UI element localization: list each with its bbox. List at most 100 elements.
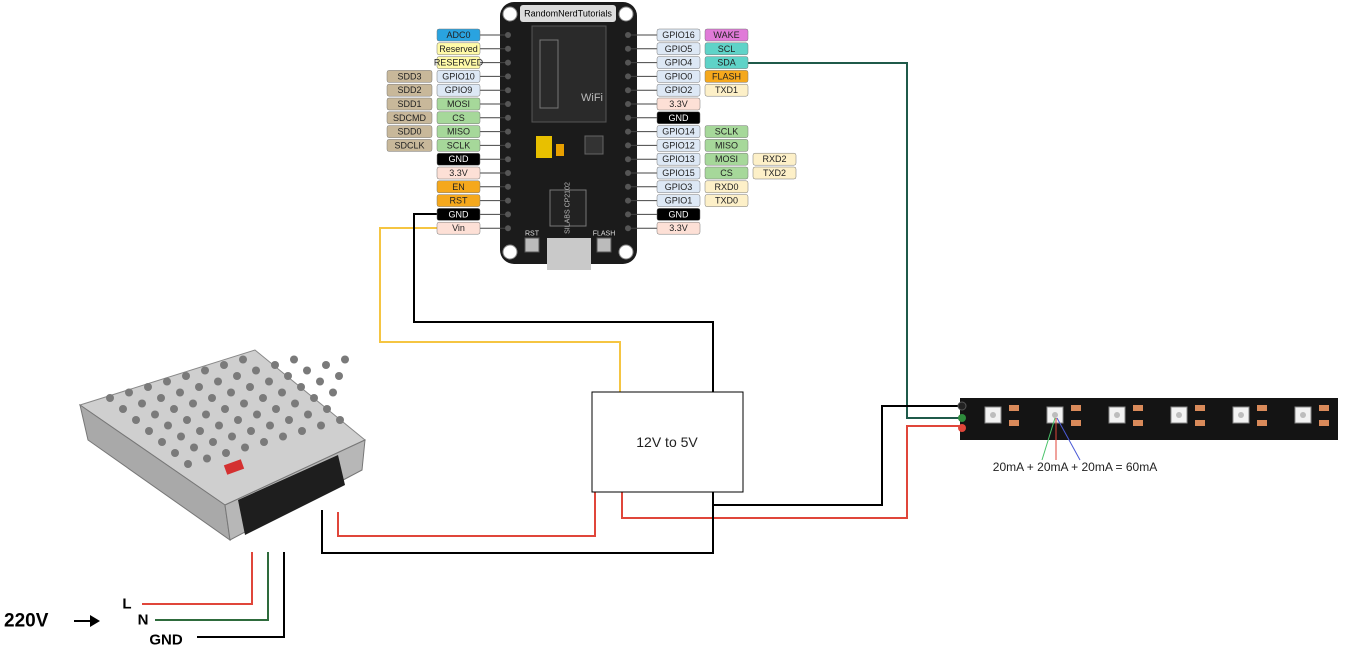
vent-hole [322,361,330,369]
vent-hole [298,427,306,435]
mount-hole [502,244,518,260]
chip-label: SILABS CP2102 [565,182,572,234]
module-label: WiFi [581,92,603,104]
pin-hole [505,32,511,38]
strip-gnd-wire [712,405,962,506]
vent-hole [195,383,203,391]
mains-input: 220V L N GND [4,596,183,649]
pin-hole [505,183,511,190]
left-pin-alt-text: SDD2 [397,85,421,95]
vent-hole [228,432,236,441]
vent-hole [272,405,280,413]
left-pin-gpio: SCLK [436,139,481,152]
right-pin-func: FLASH [704,70,749,83]
left-pin-alt: SDD0 [386,125,433,138]
pin-hole [505,170,511,176]
vent-hole [291,399,299,408]
right-pin-gpio: GPIO16 [656,28,701,42]
left-pin-func: EN [436,180,481,194]
left-pin-func-text: EN [452,182,465,192]
vent-hole [253,410,261,419]
vent-hole [233,372,241,380]
vent-hole [157,394,165,402]
flash-label: FLASH [593,231,616,238]
vent-hole [222,449,230,457]
vent-hole [208,394,216,402]
converter-label: 12V to 5V [636,434,698,450]
left-pin-func: GND [436,208,481,221]
rst-button[interactable] [524,237,540,253]
gnd-wire [413,213,714,392]
led-strip: 20mA + 20mA + 20mA = 60mA [957,398,1338,474]
right-pin-func: SCLK [704,125,749,138]
left-pin-func-text: RESERVED [434,58,484,68]
vent-hole [341,355,349,364]
rst-label: RST [525,231,540,238]
vent-hole [316,377,324,386]
right-pin-func: GND [656,208,701,221]
vent-hole [221,405,229,413]
vent-hole [265,377,273,386]
current-note: 20mA + 20mA + 20mA = 60mA [993,460,1157,474]
pin-hole [505,211,511,218]
vent-hole [196,427,204,435]
mount-hole [618,6,634,22]
right-pin-gpio: GPIO13 [656,152,701,166]
vent-hole [239,355,247,364]
vent-hole [183,416,191,424]
right-pin-func: 3.3V [656,97,701,111]
left-pin-gpio: MISO [436,125,481,138]
resistor [1195,405,1205,411]
gnd-label: GND [149,632,183,649]
pin-hole [505,87,511,94]
right-pin-gpio-text: GPIO15 [662,168,695,178]
buck-converter: 12V to 5V [591,391,744,493]
right-pin-func-text: WAKE [713,30,739,40]
mains-l-wire [142,552,253,605]
pin-hole [505,128,511,135]
antenna [539,39,559,109]
right-pin-func: GND [656,111,701,125]
converter-box [591,391,744,493]
vent-hole [125,388,133,397]
blue-channel-line [1056,417,1081,461]
green-channel-line [1041,417,1056,461]
resistor [1319,405,1329,411]
right-pin-gpio: GPIO2 [656,83,701,97]
right-pin-func: MOSI [704,152,749,166]
pin-hole [625,156,631,163]
led-die [1176,412,1182,418]
left-pin-alt-text: SDCLK [394,140,424,150]
left-pin-gpio-text: GPIO9 [445,85,473,95]
left-pin-alt: SDD1 [386,97,433,111]
left-pin-func: RST [436,194,481,207]
right-pin-func-text: 3.3V [669,223,688,233]
l-label: L [122,596,131,613]
psu-gnd-wire [321,492,714,554]
data-wire [741,62,962,419]
pin-hole [625,32,631,38]
vent-hole [158,438,166,446]
wifi-module [531,25,607,123]
resistor [1257,405,1267,411]
right-pin-func-text: CS [720,168,733,178]
brand-label-bg [520,5,616,22]
right-pin-func: SDA [704,56,749,69]
right-pin-alt-text: TXD2 [763,168,786,178]
right-pin-func-text: MISO [715,140,738,150]
vent-hole [279,432,287,441]
vent-hole [106,394,114,402]
vent-hole [176,388,184,397]
strip-leds [984,405,1329,426]
resistor [1195,420,1205,426]
pin-hole [625,128,631,135]
vent-hole [278,388,286,397]
vent-hole [260,438,268,446]
led-die [990,412,996,418]
voltage-label: 220V [4,611,49,632]
vent-hole [138,399,146,408]
right-pin-gpio-text: GPIO2 [665,85,693,95]
right-pin-alt: RXD2 [752,152,797,166]
flash-button[interactable] [596,237,612,253]
right-pin-gpio-text: GPIO1 [665,196,693,206]
